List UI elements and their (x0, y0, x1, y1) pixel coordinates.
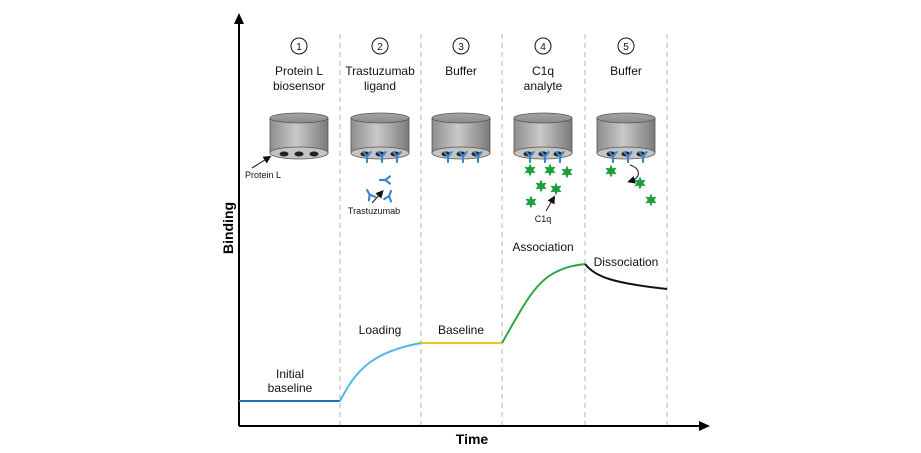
antibody-icon (378, 175, 391, 185)
antibody-icon (623, 151, 633, 164)
c1q-star-icon (525, 195, 537, 209)
c1q-annotation: C1q (535, 195, 556, 224)
antibody-icon (443, 151, 453, 164)
antibody-icon (392, 151, 402, 164)
antibody-icon (638, 151, 648, 164)
c1q-star-icon (605, 164, 617, 178)
sensor-tip-2 (350, 112, 410, 164)
step-number: 3 (458, 42, 464, 53)
step-title-line2: biosensor (273, 79, 325, 93)
c1q-star-icon (535, 179, 547, 193)
binding-trace (239, 263, 668, 402)
step-title-line1: Protein L (275, 64, 323, 78)
c1q-star-icon (550, 182, 562, 196)
dissociation-label: Dissociation (594, 255, 659, 269)
sensor-tip-4 (513, 112, 573, 164)
step-title-line1: C1q (532, 64, 554, 78)
y-axis-arrow-icon (234, 13, 244, 24)
step-number-circle (617, 37, 635, 55)
loading-label: Loading (359, 323, 402, 337)
antibody-icon (555, 151, 565, 164)
step-number-circle (371, 37, 389, 55)
x-axis-arrow-icon (699, 421, 710, 431)
step-number: 2 (377, 42, 383, 53)
sensor-tip-5 (596, 112, 656, 164)
protein-l-annotation: Protein L (245, 155, 281, 180)
x-axis-label: Time (456, 431, 489, 447)
step-title-line1: Trastuzumab (345, 64, 415, 78)
c1q-star-icon (634, 176, 646, 190)
antibody-icon (458, 151, 468, 164)
antibody-icon (540, 151, 550, 164)
sensor-tip-1 (269, 112, 329, 160)
c1q-label: C1q (535, 214, 552, 224)
antibody-icon (365, 188, 377, 202)
step-number: 1 (296, 42, 302, 53)
step-number: 4 (540, 42, 546, 53)
antibody-icon (362, 151, 372, 164)
c1q-star-icon (561, 165, 573, 179)
y-axis-label: Binding (220, 202, 236, 254)
initial-baseline-label-line1: Initial (276, 367, 304, 381)
c1q-star-icon (524, 163, 536, 177)
step-1-header: 1 Protein L biosensor (273, 37, 325, 93)
antibody-icon (383, 189, 393, 203)
c1q-star-icon (645, 193, 657, 207)
association-label: Association (512, 240, 573, 254)
initial-baseline-label-line2: baseline (268, 381, 313, 395)
step-5-header: 5 Buffer (610, 37, 642, 78)
sensor-tip-3 (431, 112, 491, 164)
protein-l-site-icon (294, 151, 304, 157)
step-title-line1: Buffer (610, 64, 642, 78)
c1q-star-icon (544, 163, 556, 177)
association-segment (501, 263, 586, 344)
c1q-molecules (524, 163, 657, 209)
step-number-circle (534, 37, 552, 55)
step-3-header: 3 Buffer (445, 37, 477, 78)
step-title-line1: Buffer (445, 64, 477, 78)
loading-segment (339, 342, 422, 402)
step-title-line2: ligand (364, 79, 396, 93)
biosensor-tips (269, 112, 656, 164)
baseline-label: Baseline (438, 323, 484, 337)
step-4-header: 4 C1q analyte (524, 37, 563, 93)
protein-l-site-icon (309, 151, 319, 157)
step-number: 5 (623, 42, 629, 53)
phase-separators (339, 34, 668, 426)
free-trastuzumab (365, 175, 393, 203)
dissociation-segment (584, 263, 668, 290)
trastuzumab-label: Trastuzumab (348, 206, 400, 216)
antibody-icon (525, 151, 535, 164)
protein-l-label: Protein L (245, 170, 281, 180)
antibody-icon (608, 151, 618, 164)
protein-l-site-icon (279, 151, 289, 157)
step-2-header: 2 Trastuzumab ligand (345, 37, 415, 93)
step-number-circle (452, 37, 470, 55)
antibody-icon (377, 151, 387, 164)
axes (234, 13, 710, 431)
step-number-circle (290, 37, 308, 55)
trastuzumab-annotation: Trastuzumab (348, 190, 400, 216)
antibody-icon (473, 151, 483, 164)
step-title-line2: analyte (524, 79, 563, 93)
dissociation-arrow-icon (627, 164, 639, 184)
